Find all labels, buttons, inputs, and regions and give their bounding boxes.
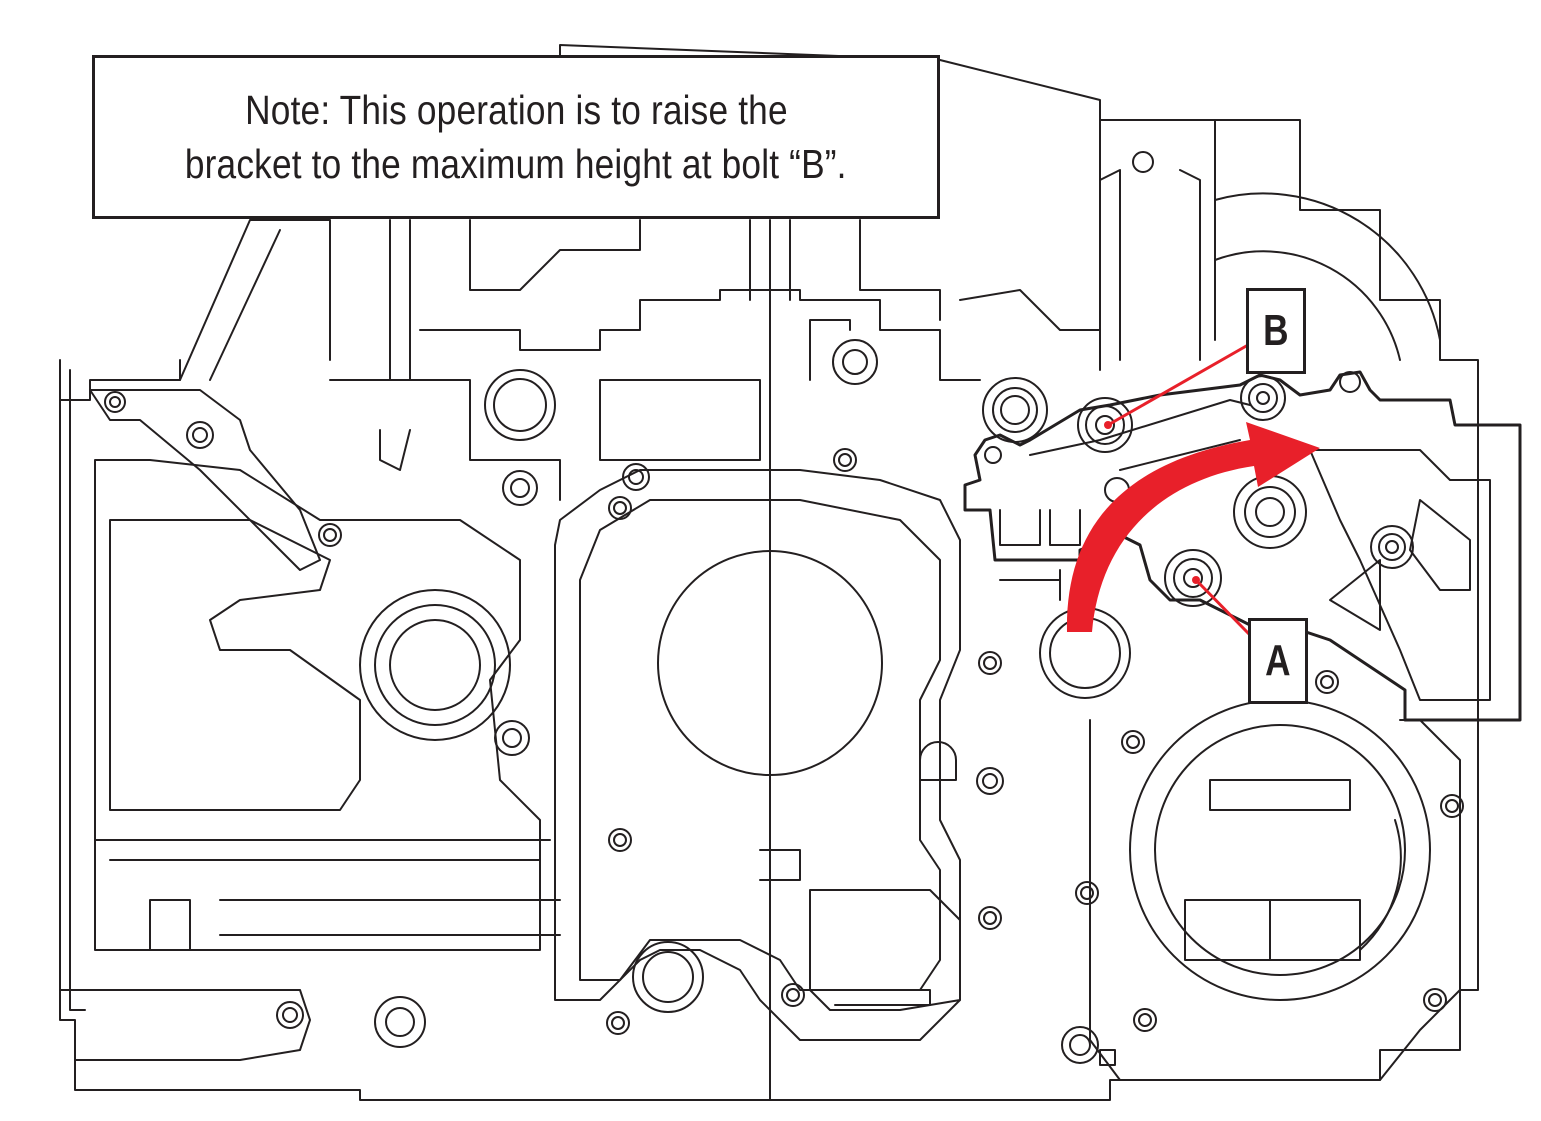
note-box: Note: This operation is to raise the bra…: [92, 55, 940, 219]
leader-line-b: [1107, 343, 1249, 427]
note-line-2: bracket to the maximum height at bolt “B…: [185, 141, 847, 187]
rotation-arrow: [1066, 422, 1320, 632]
center-plate: [554, 469, 961, 1041]
callout-label-a: A: [1248, 618, 1308, 704]
left-chamber: [94, 459, 541, 951]
bracket: [963, 370, 1522, 722]
block-outline: [59, 44, 1479, 1101]
center-bore: [657, 550, 883, 776]
callout-a-text: A: [1265, 636, 1291, 685]
left-link-arm: [89, 389, 321, 571]
callout-label-b: B: [1246, 288, 1306, 374]
callout-b-text: B: [1263, 306, 1289, 355]
leader-line-a: [1194, 578, 1252, 637]
note-line-1: Note: This operation is to raise the: [244, 87, 788, 133]
